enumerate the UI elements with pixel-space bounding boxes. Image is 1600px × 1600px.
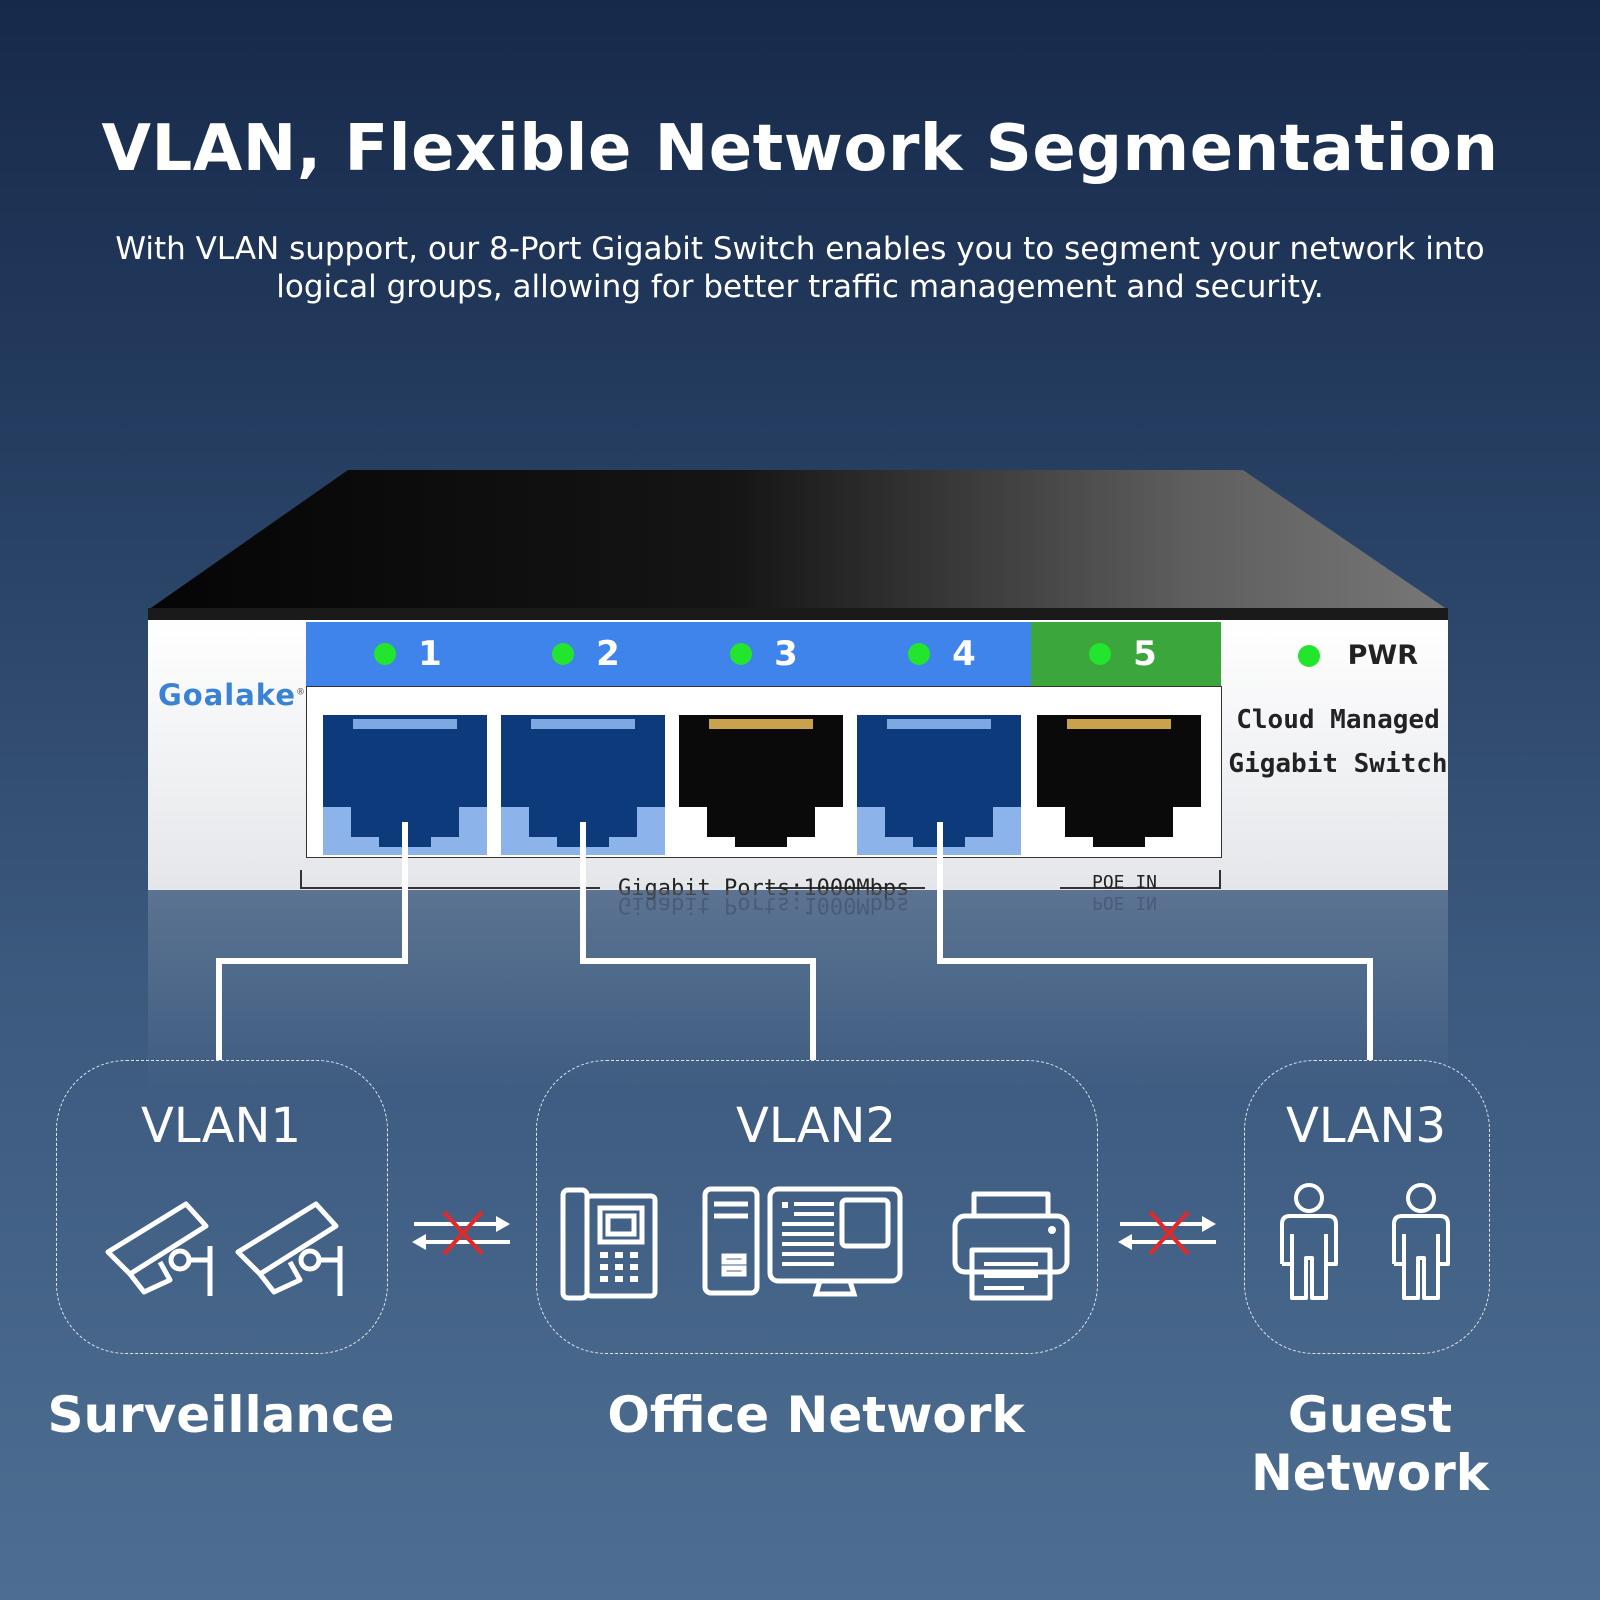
group-label-office-network: Office Network xyxy=(607,1386,1025,1444)
power-indicator: PWR xyxy=(1297,640,1418,671)
vlan2-box xyxy=(536,1060,1098,1354)
wire-vlan2 xyxy=(580,822,586,964)
port-2-led xyxy=(552,643,575,665)
port-3-header: 3 xyxy=(704,622,824,686)
page-description: With VLAN support, our 8-Port Gigabit Sw… xyxy=(115,231,1485,305)
vlan3-name: VLAN3 xyxy=(1286,1098,1446,1154)
ip-phone-icon xyxy=(560,1187,658,1301)
ethernet-ports xyxy=(306,686,1222,858)
printer-icon xyxy=(952,1191,1070,1301)
brand-logo: Goalake® xyxy=(158,678,306,712)
switch-reflection: Gigabit Ports:1000Mbps POE IN xyxy=(148,890,1448,1090)
person-icon xyxy=(1392,1183,1450,1300)
wire-vlan1-h xyxy=(216,958,408,964)
wire-vlan2-v xyxy=(810,958,816,1060)
wire-vlan3-v xyxy=(1367,958,1373,1060)
blocked-traffic-icon xyxy=(412,1210,510,1256)
wire-vlan3 xyxy=(937,822,943,964)
port-5-header: 5 xyxy=(1063,622,1183,686)
port-1-led xyxy=(374,643,397,665)
port-4-led xyxy=(908,643,931,665)
poe-header-bar xyxy=(1031,622,1221,688)
group-label-surveillance: Surveillance xyxy=(47,1386,395,1444)
port-label-bracket xyxy=(300,870,1221,889)
vlan2-name: VLAN2 xyxy=(736,1098,896,1154)
blocked-traffic-icon xyxy=(1118,1210,1216,1256)
wire-vlan1-v xyxy=(216,958,222,1060)
power-led xyxy=(1297,644,1320,667)
port-2-header: 2 xyxy=(526,622,646,686)
person-icon xyxy=(1280,1183,1338,1300)
wire-vlan2-h xyxy=(580,958,816,964)
ethernet-port-4 xyxy=(857,715,1021,855)
group-label-guest-network: Guest Network xyxy=(1250,1386,1490,1502)
ethernet-port-3 xyxy=(679,715,843,847)
port-4-header: 4 xyxy=(882,622,1002,686)
vlan1-name: VLAN1 xyxy=(141,1098,301,1154)
cctv-camera-icon xyxy=(105,1201,213,1296)
cctv-camera-icon xyxy=(235,1201,343,1296)
port-1-header: 1 xyxy=(348,622,468,686)
wire-vlan3-h xyxy=(937,958,1373,964)
switch-front-panel: Goalake® 1 2 3 4 5 xyxy=(148,620,1448,901)
vlan1-box xyxy=(56,1060,388,1354)
wire-vlan1 xyxy=(402,822,408,964)
port-5-led xyxy=(1089,643,1112,665)
gigabit-ports-label: Gigabit Ports:1000Mbps xyxy=(618,876,910,901)
page-title: VLAN, Flexible Network Segmentation xyxy=(101,112,1499,186)
vlan3-box xyxy=(1244,1060,1490,1354)
ethernet-port-5-poe xyxy=(1037,715,1201,847)
ethernet-port-1 xyxy=(323,715,487,855)
poe-in-label: POE IN xyxy=(1092,872,1158,893)
desktop-computer-icon xyxy=(702,1186,903,1297)
switch-top-cover xyxy=(148,470,1448,620)
model-description: Cloud Managed Gigabit Switch xyxy=(1228,705,1448,779)
port-3-led xyxy=(730,643,753,665)
